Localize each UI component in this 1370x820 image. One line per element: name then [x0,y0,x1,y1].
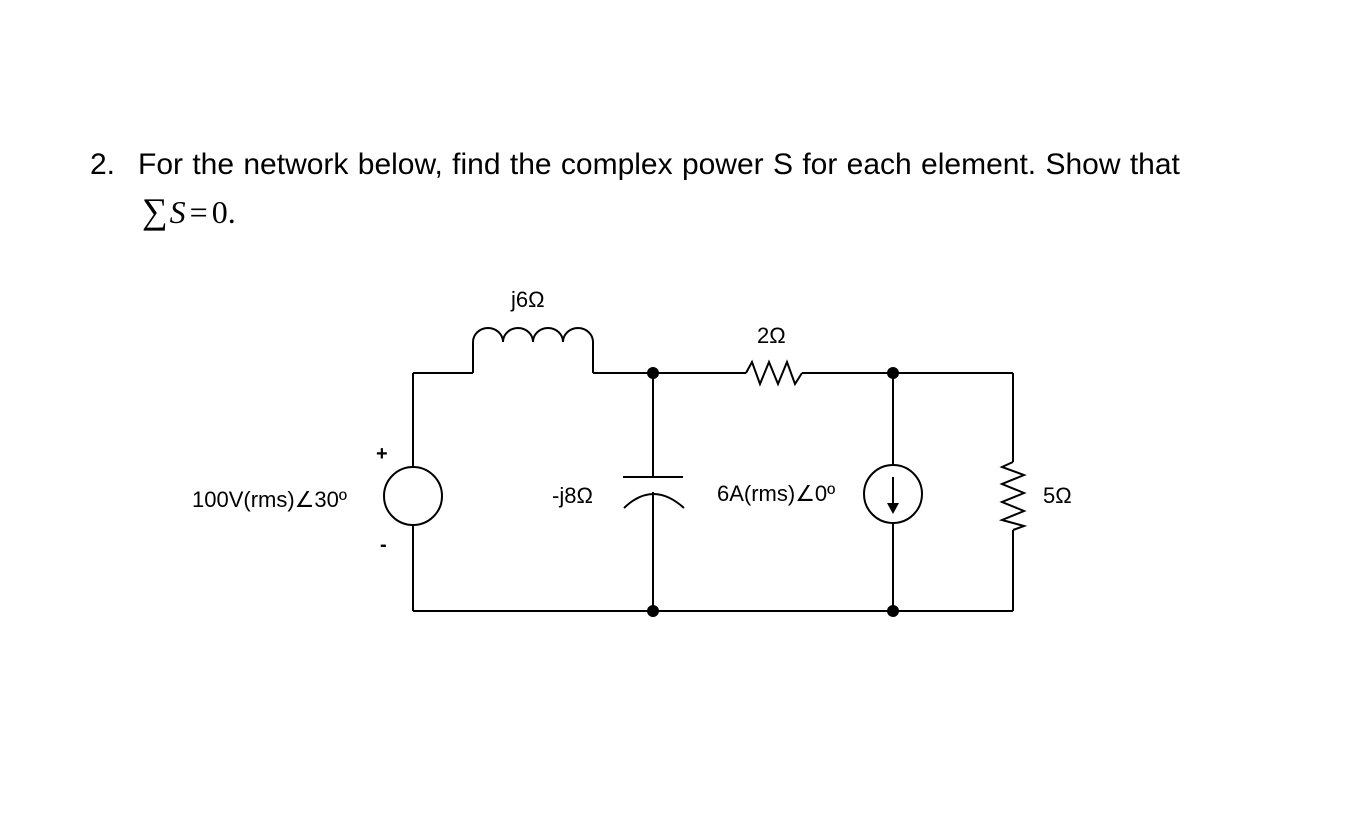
problem-statement: 2. For the network below, find the comple… [90,148,1180,182]
current-source-label: 6A(rms)∠0º [717,481,835,506]
equals-sign: = [189,194,208,230]
sum-symbol: ∑ [142,191,168,231]
capacitor-label: -j8Ω [552,483,593,508]
current-source-symbol [863,464,923,524]
load-resistor-symbol [998,461,1028,531]
sum-equation: ∑S=0. [142,190,236,232]
junction-node [647,605,659,617]
current-arrow-head [887,503,899,514]
inductor-label: j6Ω [510,287,545,312]
inductor-symbol [472,327,594,373]
sum-value: 0 [211,194,228,230]
load-resistor-label: 5Ω [1043,483,1072,508]
power-variable: S [169,194,186,230]
sum-terminator: . [227,194,236,230]
capacitor-plate-bottom [623,493,685,509]
voltage-source-symbol [383,466,443,526]
source-minus-sign: - [380,534,387,556]
junction-node [887,605,899,617]
junction-node [887,367,899,379]
series-resistor-label: 2Ω [757,323,786,348]
source-plus-sign: + [376,443,388,465]
series-resistor-symbol [745,359,803,387]
problem-text: For the network below, find the complex … [138,148,1180,181]
problem-number: 2. [90,148,116,181]
voltage-source-label: 100V(rms)∠30º [192,487,347,512]
junction-node [647,367,659,379]
